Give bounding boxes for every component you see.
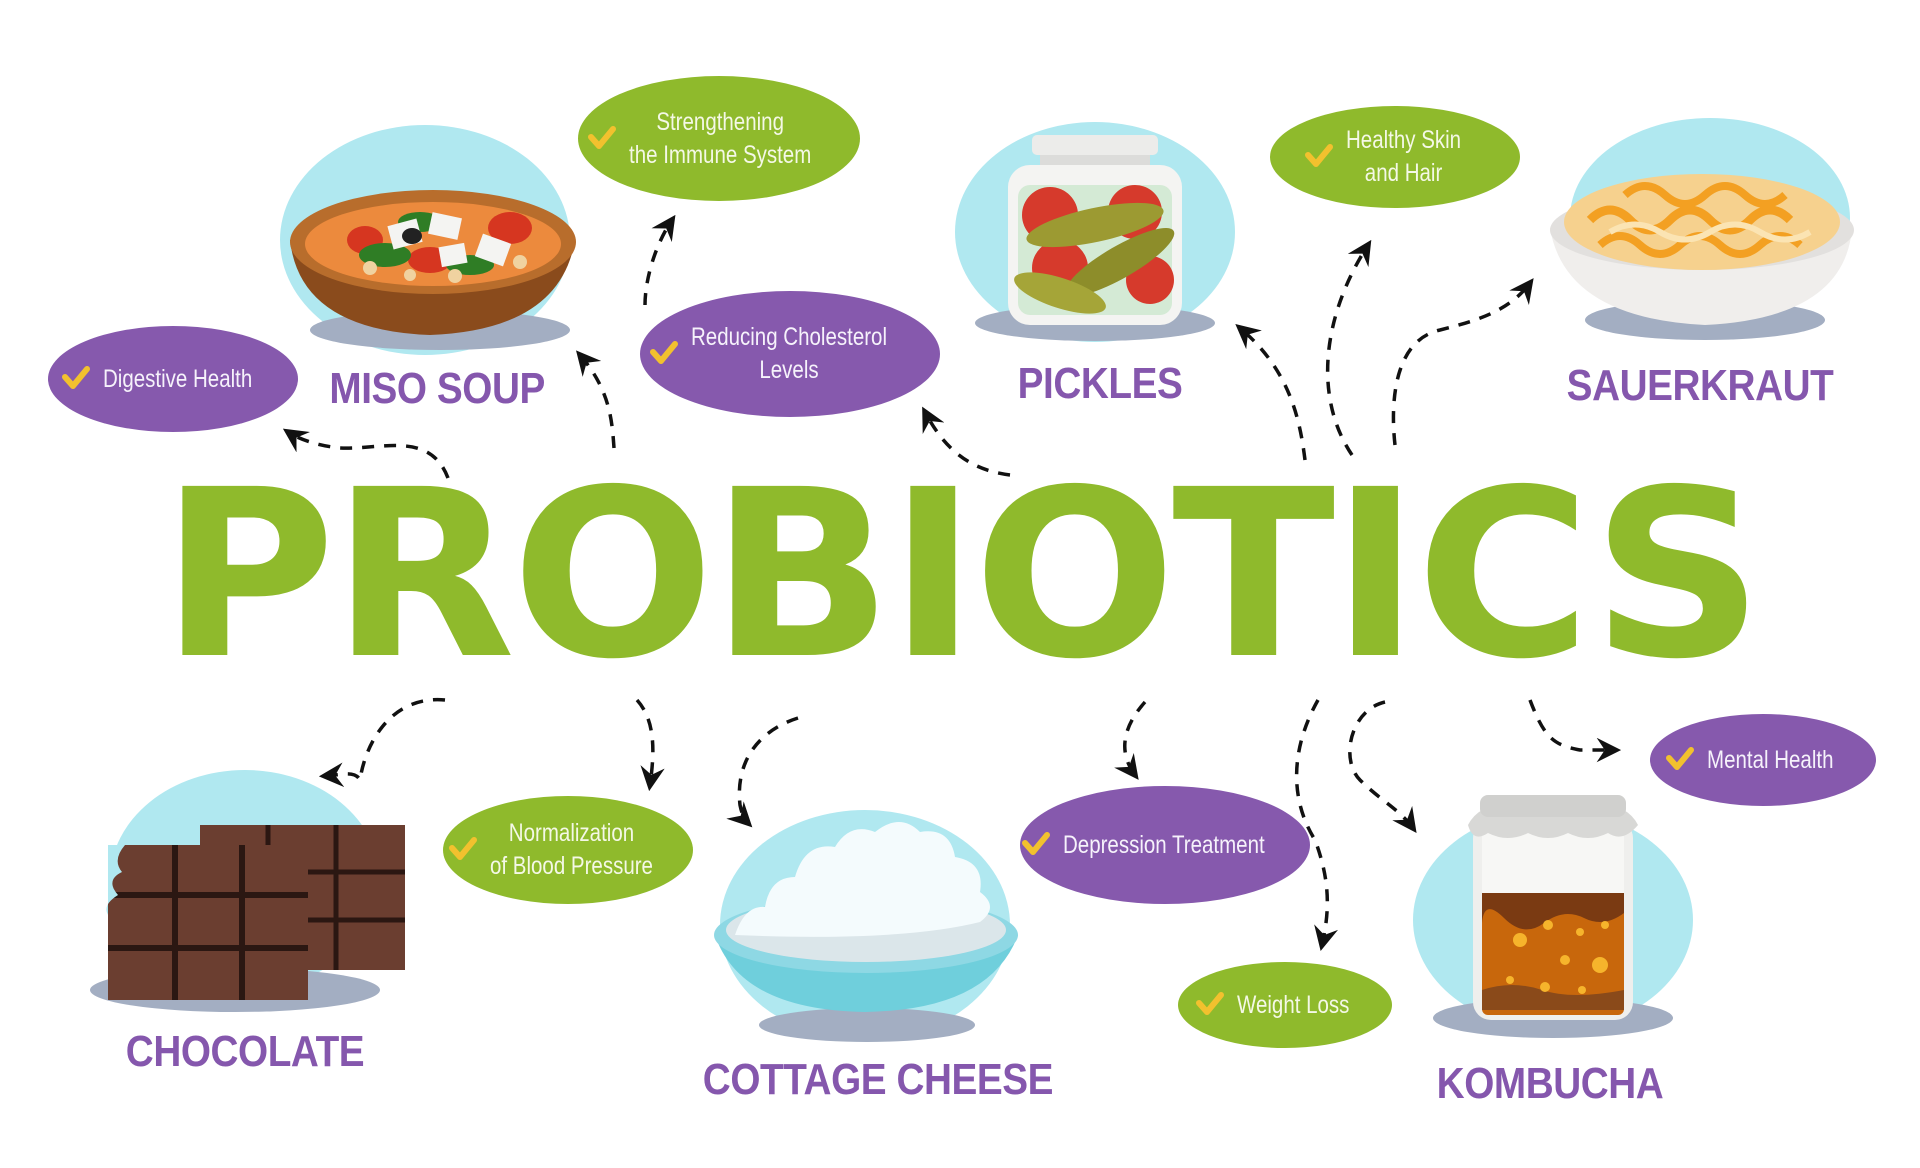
arrow-to-sauerkraut: [1391, 278, 1534, 446]
check-icon: [1022, 832, 1051, 855]
benefit-label: Mental Health: [1706, 745, 1834, 774]
benefit-label-line1: Healthy Skin: [1345, 126, 1461, 154]
food-label-pickles: PICKLES: [1017, 359, 1183, 408]
benefit-label-line1: Strengthening: [656, 107, 784, 136]
check-icon: [1196, 992, 1225, 1015]
pickles-illustration: [955, 122, 1235, 342]
food-label-cottage-cheese: COTTAGE CHEESE: [702, 1055, 1054, 1104]
benefit-label-line1: Normalization: [508, 819, 634, 847]
check-icon: [61, 366, 90, 389]
benefit-depression: Depression Treatment: [1020, 786, 1310, 904]
benefit-label: Digestive Health: [102, 364, 253, 393]
page-title: PROBIOTICS: [160, 440, 1763, 710]
cottage-cheese-illustration: [714, 810, 1018, 1042]
check-icon: [587, 125, 616, 149]
chocolate-illustration: [90, 770, 405, 1012]
food-label-kombucha: KOMBUCHA: [1436, 1059, 1664, 1108]
food-label-miso-soup: MISO SOUP: [329, 364, 545, 413]
benefit-label-line2: Levels: [759, 356, 820, 384]
food-label-chocolate: CHOCOLATE: [125, 1027, 365, 1076]
kombucha-illustration: [1413, 795, 1693, 1038]
benefit-label-line1: Reducing Cholesterol: [691, 323, 888, 351]
sauerkraut-illustration: [1550, 118, 1854, 340]
arrow-to-depression: [1114, 700, 1147, 780]
arrow-to-cottage-cheese: [726, 716, 799, 828]
benefit-label-line2: of Blood Pressure: [489, 852, 653, 880]
arrow-to-skin-hair: [1325, 239, 1372, 456]
benefit-immune-system: Strengthening the Immune System: [578, 76, 860, 201]
food-label-sauerkraut: SAUERKRAUT: [1566, 361, 1834, 410]
arrow-to-immune-system: [643, 214, 676, 306]
arrow-to-chocolate: [318, 698, 446, 787]
arrow-to-blood-pressure: [635, 698, 665, 792]
arrow-to-weight-loss: [1294, 699, 1339, 951]
check-icon: [448, 837, 477, 860]
benefit-weight-loss: Weight Loss: [1178, 962, 1392, 1048]
benefit-label: Weight Loss: [1237, 990, 1350, 1019]
benefit-digestive-health: Digestive Health: [48, 326, 298, 432]
check-icon: [650, 341, 679, 364]
benefit-label-line2: the Immune System: [628, 140, 812, 169]
arrow-to-miso-soup: [576, 350, 616, 449]
benefit-label-line2: and Hair: [1364, 159, 1443, 187]
benefit-mental-health: Mental Health: [1650, 714, 1876, 806]
check-icon: [1304, 144, 1333, 167]
check-icon: [1665, 747, 1694, 770]
benefit-skin-hair: Healthy Skin and Hair: [1270, 106, 1520, 208]
arrow-to-kombucha: [1348, 700, 1417, 833]
benefit-label: Depression Treatment: [1063, 830, 1265, 859]
benefit-blood-pressure: Normalization of Blood Pressure: [443, 796, 693, 904]
miso-soup-illustration: [280, 125, 576, 355]
